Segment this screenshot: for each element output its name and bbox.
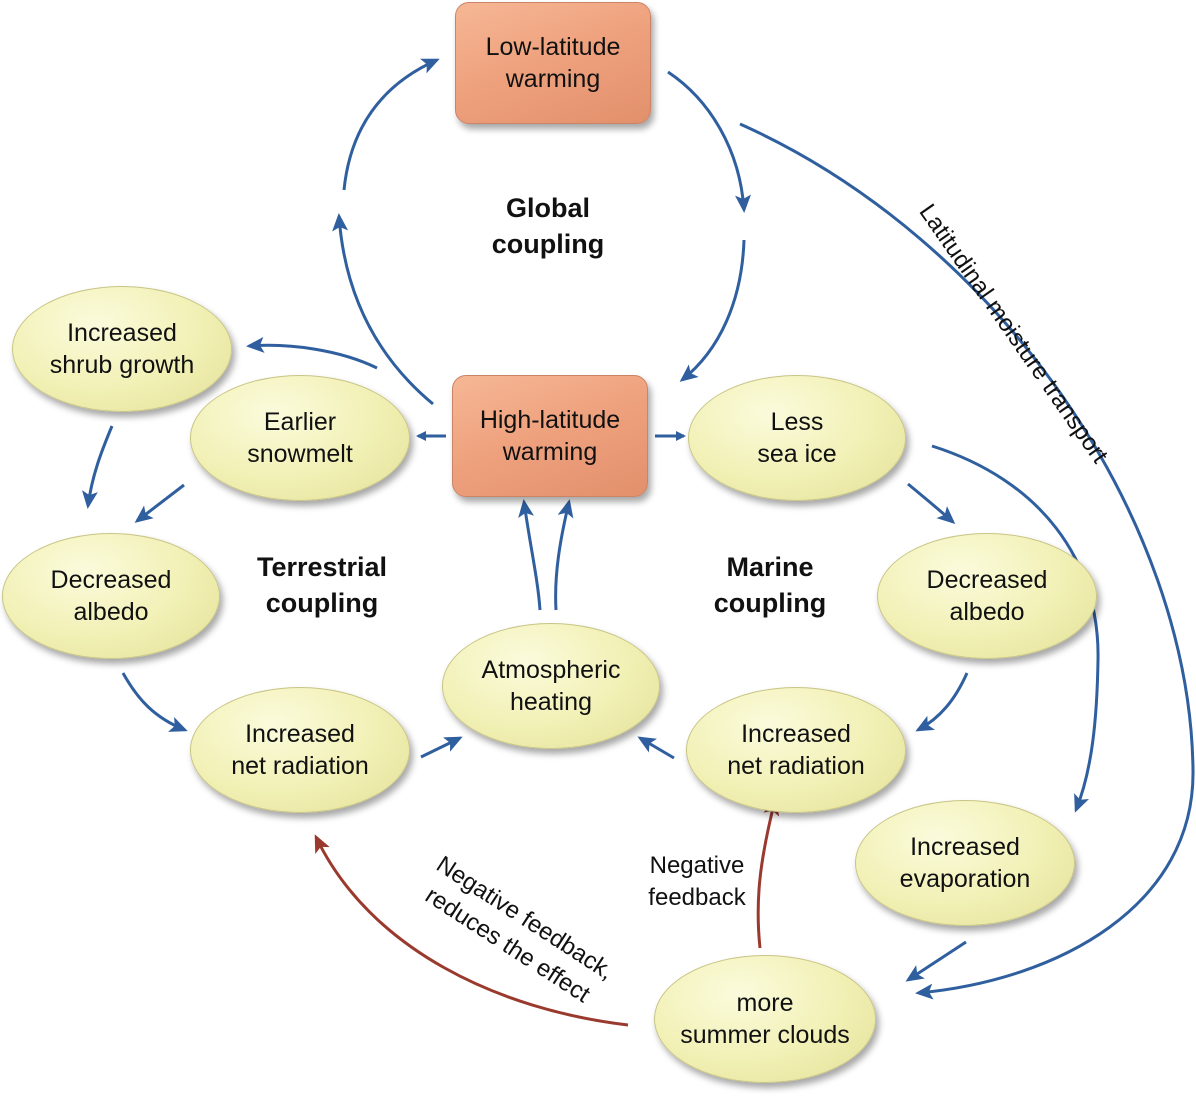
arrow-clouds-to-netrad-marine bbox=[756, 797, 780, 949]
node-increased-net-radiation-terrestrial: Increased net radiation bbox=[190, 687, 410, 813]
arrow-global-left-up bbox=[332, 213, 434, 406]
node-decreased-albedo-marine: Decreased albedo bbox=[877, 533, 1097, 659]
node-low-latitude-warming: Low-latitude warming bbox=[455, 2, 651, 124]
arrow-global-left-to-low bbox=[342, 58, 440, 191]
arrow-snowmelt-to-albedo bbox=[134, 483, 185, 523]
arrow-netrad-m-to-atmos bbox=[637, 736, 675, 760]
arrow-shrub-to-albedo bbox=[81, 425, 114, 509]
arrow-clouds-to-netrad-terrestrial bbox=[314, 834, 629, 1027]
arrow-snowmelt-to-shrub bbox=[246, 336, 378, 370]
node-low-latitude-warming-text: Low-latitude warming bbox=[485, 33, 621, 93]
arrow-albedo-to-netrad-t bbox=[121, 672, 188, 732]
label-terrestrial-coupling: Terrestrial coupling bbox=[256, 552, 388, 618]
node-high-latitude-warming-text: High-latitude warming bbox=[479, 406, 621, 466]
node-earlier-snowmelt: Earlier snowmelt bbox=[190, 375, 410, 501]
arrow-atmos-to-high-left bbox=[518, 499, 542, 611]
annotation-negative-feedback: Negative feedback bbox=[648, 852, 746, 911]
arrow-seaice-to-albedo bbox=[907, 482, 956, 524]
node-increased-net-radiation-marine-text: Increased net radiation bbox=[727, 720, 865, 780]
label-global-coupling: Global coupling bbox=[491, 193, 605, 259]
arrow-global-right-to-high bbox=[679, 239, 746, 382]
node-less-sea-ice-text: Less sea ice bbox=[757, 408, 837, 468]
node-decreased-albedo-marine-text: Decreased albedo bbox=[926, 566, 1048, 626]
node-earlier-snowmelt-text: Earlier snowmelt bbox=[247, 408, 353, 468]
node-more-summer-clouds-text: more summer clouds bbox=[680, 989, 850, 1049]
node-less-sea-ice: Less sea ice bbox=[688, 375, 906, 501]
arrow-netrad-t-to-atmos bbox=[420, 736, 463, 759]
arrow-atmos-to-high-right bbox=[554, 499, 574, 611]
node-atmospheric-heating: Atmospheric heating bbox=[442, 623, 660, 749]
label-marine-coupling: Marine coupling bbox=[713, 552, 827, 618]
arrow-global-top-right bbox=[667, 70, 751, 213]
node-increased-evaporation: Increased evaporation bbox=[855, 800, 1075, 926]
node-decreased-albedo-terrestrial: Decreased albedo bbox=[2, 533, 220, 659]
node-decreased-albedo-terrestrial-text: Decreased albedo bbox=[50, 566, 172, 626]
node-more-summer-clouds: more summer clouds bbox=[654, 955, 876, 1083]
node-atmospheric-heating-text: Atmospheric heating bbox=[481, 656, 621, 716]
node-increased-shrub-growth: Increased shrub growth bbox=[12, 286, 232, 412]
node-increased-net-radiation-marine: Increased net radiation bbox=[686, 687, 906, 813]
node-increased-evaporation-text: Increased evaporation bbox=[899, 833, 1031, 893]
arrow-albedo-to-netrad-m bbox=[915, 672, 969, 732]
arrow-seaice-to-evaporation bbox=[931, 444, 1100, 813]
node-increased-net-radiation-terrestrial-text: Increased net radiation bbox=[231, 720, 369, 780]
node-high-latitude-warming: High-latitude warming bbox=[452, 375, 648, 497]
arrow-evap-to-clouds bbox=[905, 940, 967, 982]
arrow-moisture-transport bbox=[739, 122, 1195, 1000]
node-increased-shrub-growth-text: Increased shrub growth bbox=[49, 319, 195, 379]
